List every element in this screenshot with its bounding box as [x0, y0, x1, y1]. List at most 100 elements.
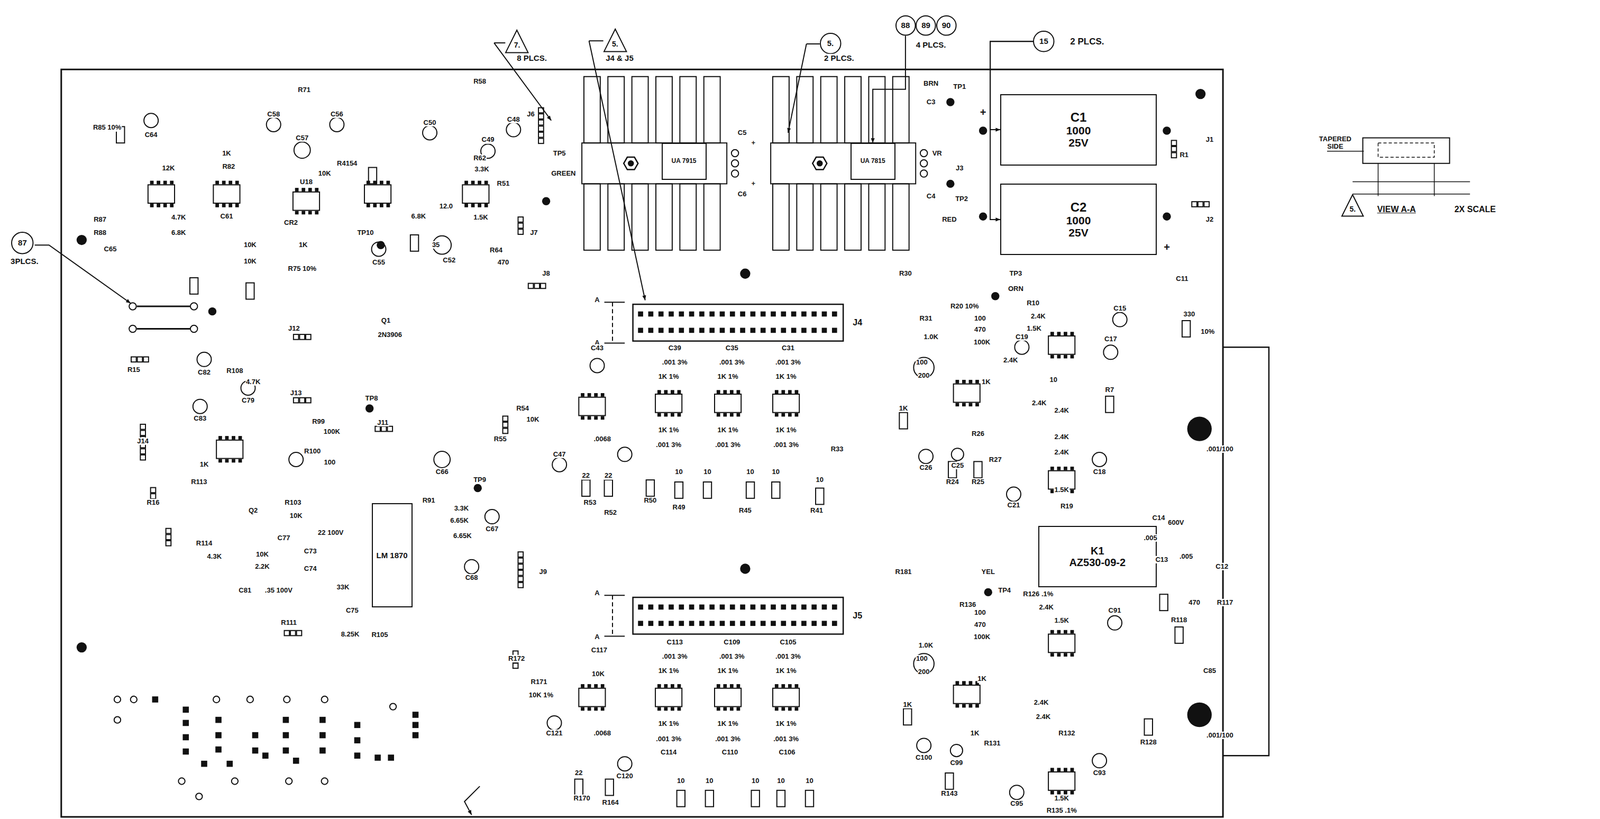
capacitor-outline: [329, 117, 344, 132]
component-label: C48: [506, 115, 521, 124]
component-label: 10K 1%: [528, 691, 554, 699]
component-label: 2.4K: [1033, 698, 1049, 707]
fin: [796, 76, 813, 143]
leader-line: [494, 42, 552, 121]
pin: [709, 311, 715, 317]
capacitor-outline: [916, 737, 931, 753]
pin: [290, 630, 296, 636]
ic-pad: [218, 459, 223, 463]
fin: [632, 183, 649, 250]
capacitor-outline: [1009, 784, 1024, 800]
ic-pad: [1070, 354, 1075, 359]
drawing-note: 2 PLCS.: [823, 53, 855, 63]
pin: [166, 528, 172, 534]
jumper-wire: [136, 327, 190, 330]
pin: [503, 422, 509, 428]
resistor-symbol: [805, 790, 814, 807]
leader-lines: [34, 40, 820, 815]
pin: [709, 620, 715, 626]
component-label: C82: [197, 368, 212, 377]
component-label: R135 .1%: [1046, 806, 1078, 815]
component-label: 1K: [298, 241, 309, 249]
part-text: 5.: [827, 39, 835, 49]
ic-pad: [1070, 629, 1075, 634]
ic-pad: [1063, 354, 1068, 359]
component-label: C74: [303, 564, 318, 573]
ic-pad: [301, 187, 306, 192]
component-label: 1.5K: [1026, 324, 1042, 333]
component-label: C81: [238, 586, 252, 594]
ic-pad: [968, 402, 973, 407]
component-label: C47: [552, 450, 567, 459]
ic-pad: [677, 707, 682, 711]
capacitor-group: [143, 113, 1128, 800]
pin: [381, 426, 387, 432]
pin: [305, 334, 312, 340]
component-label: 2.4K: [1053, 406, 1069, 415]
component-label: TP5: [552, 149, 567, 157]
pin: [538, 113, 544, 120]
component-label: 10K: [255, 550, 270, 559]
ic-pad: [723, 389, 727, 394]
pad: [215, 716, 222, 724]
pin: [791, 620, 797, 626]
ic-pad: [231, 435, 236, 440]
regulator-body: UA 7915: [661, 142, 707, 180]
component-label: 6.65K: [452, 532, 473, 540]
ic-pad: [235, 203, 240, 208]
component-label: C110: [721, 748, 739, 756]
pin: [770, 604, 776, 610]
component-label: R41: [809, 506, 824, 515]
ic-pad: [308, 187, 313, 192]
mounting-hole: [1187, 702, 1212, 727]
capacitor-outline: [617, 446, 633, 462]
pin: [1203, 201, 1210, 207]
pad: [319, 732, 326, 739]
ic-outline: [364, 184, 391, 204]
pin: [811, 311, 817, 317]
part-text: 7.: [514, 41, 521, 50]
pad: [354, 721, 361, 729]
pad: [920, 169, 928, 178]
ic-pad: [716, 389, 721, 394]
pin: [709, 604, 715, 610]
mounting-hole: [542, 196, 551, 205]
pin: [1171, 140, 1177, 146]
capacitor-body: C2100025V: [1000, 183, 1157, 255]
circle-outline: [896, 15, 916, 36]
component-label: 330: [1183, 310, 1196, 318]
pad-group: [114, 696, 419, 800]
drawing-note: 4 PLCS.: [915, 40, 947, 50]
pad: [731, 169, 739, 178]
ic-pad: [593, 683, 598, 688]
pin: [517, 216, 524, 223]
ic-pad: [794, 683, 799, 688]
ic-pad: [1057, 354, 1062, 359]
component-label: Q2: [248, 506, 259, 515]
component-label: Q1: [380, 316, 391, 325]
revision-flag: 5.: [603, 28, 627, 52]
component-label: 1K 1%: [657, 372, 680, 381]
component-label: R64: [489, 246, 504, 254]
ic-outline: [578, 688, 606, 707]
pin: [658, 311, 664, 317]
fin: [868, 183, 885, 250]
ic-outline: [213, 184, 240, 204]
component-label: U18: [299, 177, 314, 186]
component-label: C99: [949, 759, 964, 767]
callout-number: 90: [936, 15, 957, 36]
component-label: R27: [988, 455, 1003, 463]
component-label: 10K: [289, 511, 304, 519]
component-label: R19: [1059, 502, 1074, 510]
component-label: +: [751, 139, 757, 147]
ic-pad: [1050, 629, 1055, 634]
leader-line: [589, 40, 604, 42]
component-label: C106: [778, 748, 796, 756]
pin: [780, 620, 786, 626]
component-label: R118: [1170, 615, 1188, 624]
pin: [729, 604, 736, 610]
pin: [821, 311, 828, 317]
ic-pad: [222, 180, 226, 185]
ic-pad: [774, 389, 779, 394]
